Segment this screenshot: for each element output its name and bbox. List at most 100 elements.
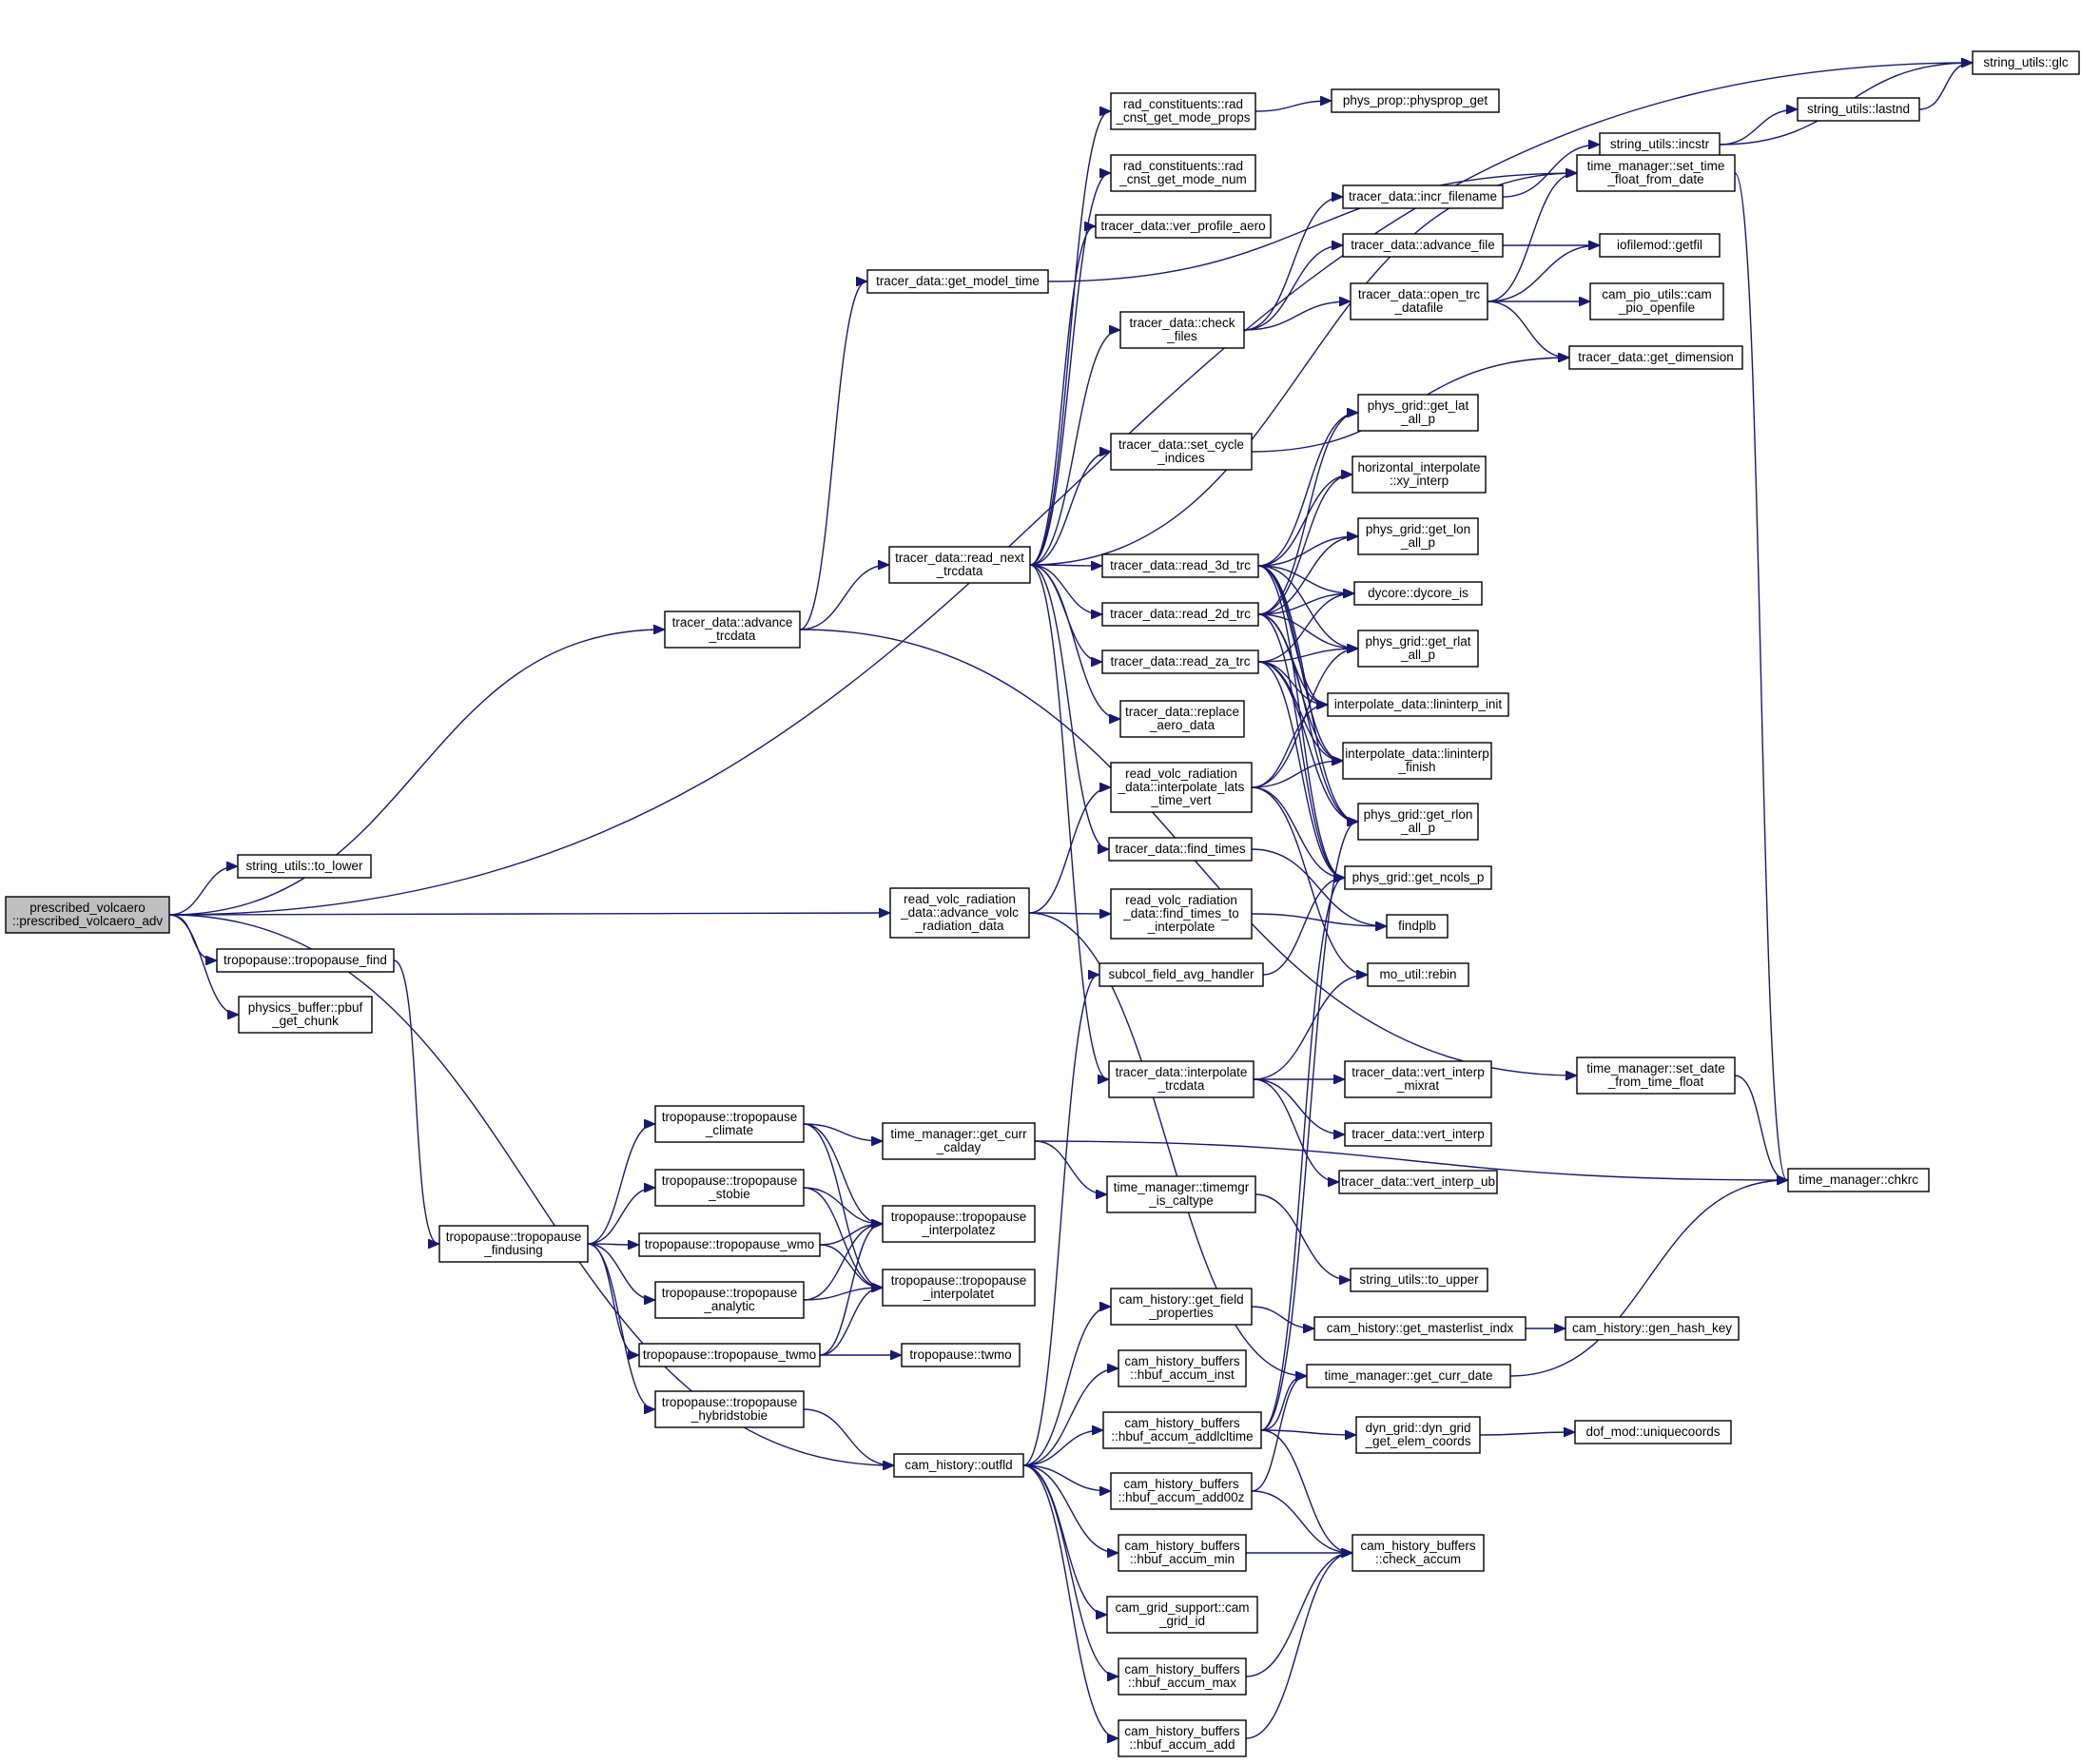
node-box[interactable] <box>1110 762 1253 813</box>
graph-node-interpolate-lats-time-vert[interactable]: read_volc_radiation_data::interpolate_la… <box>1110 762 1253 813</box>
graph-node-prescribed-volcaero[interactable]: prescribed_volcaero::prescribed_volcaero… <box>5 896 170 934</box>
graph-node-tropopause-hybridstobie[interactable]: tropopause::tropopause_hybridstobie <box>654 1390 805 1428</box>
node-box[interactable] <box>1972 50 2080 75</box>
node-box[interactable] <box>1386 914 1449 939</box>
graph-node-tropopause-twmo[interactable]: tropopause::tropopause_twmo <box>638 1343 821 1367</box>
graph-node-physprop-get[interactable]: phys_prop::physprop_get <box>1331 88 1500 113</box>
graph-node-find-times-to-interpolate[interactable]: read_volc_radiation_data::find_times_to_… <box>1110 888 1253 940</box>
node-box[interactable] <box>1344 865 1492 890</box>
graph-node-advance-file[interactable]: tracer_data::advance_file <box>1342 233 1504 258</box>
node-box[interactable] <box>1108 1060 1254 1098</box>
graph-node-read-za-trc[interactable]: tracer_data::read_za_trc <box>1101 649 1259 674</box>
graph-node-advance-trcdata[interactable]: tracer_data::advance_trcdata <box>664 611 801 649</box>
graph-node-tropopause-stobie[interactable]: tropopause::tropopause_stobie <box>654 1169 805 1207</box>
node-box[interactable] <box>866 269 1049 294</box>
graph-node-pbuf-get-chunk[interactable]: physics_buffer::pbuf_get_chunk <box>238 996 373 1034</box>
graph-node-tropopause-climate[interactable]: tropopause::tropopause_climate <box>654 1105 805 1143</box>
node-box[interactable] <box>1118 1657 1247 1696</box>
graph-node-get-model-time[interactable]: tracer_data::get_model_time <box>866 269 1049 294</box>
node-box[interactable] <box>1119 700 1245 738</box>
graph-node-read-3d-trc[interactable]: tracer_data::read_3d_trc <box>1101 553 1259 578</box>
node-box[interactable] <box>889 887 1030 939</box>
graph-node-subcol-field-avg-handler[interactable]: subcol_field_avg_handler <box>1099 962 1264 987</box>
graph-node-hbuf-accum-min[interactable]: cam_history_buffers::hbuf_accum_min <box>1118 1534 1247 1572</box>
graph-node-get-lat-all-p[interactable]: phys_grid::get_lat_all_p <box>1357 394 1479 432</box>
graph-node-read-2d-trc[interactable]: tracer_data::read_2d_trc <box>1101 602 1259 627</box>
graph-node-cam-grid-id[interactable]: cam_grid_support::cam_grid_id <box>1106 1596 1258 1634</box>
graph-node-timemgr-is-caltype[interactable]: time_manager::timemgr_is_caltype <box>1106 1175 1256 1213</box>
graph-node-vert-interp-ub[interactable]: tracer_data::vert_interp_ub <box>1338 1170 1498 1194</box>
node-box[interactable] <box>216 948 395 973</box>
graph-node-hbuf-accum-add[interactable]: cam_history_buffers::hbuf_accum_add <box>1118 1719 1247 1757</box>
node-box[interactable] <box>1357 803 1479 841</box>
node-box[interactable] <box>1118 1719 1247 1757</box>
node-box[interactable] <box>1095 214 1272 239</box>
node-box[interactable] <box>1306 1364 1511 1388</box>
node-box[interactable] <box>888 546 1031 584</box>
graph-node-hbuf-accum-addlcltime[interactable]: cam_history_buffers::hbuf_accum_addlclti… <box>1102 1411 1262 1449</box>
graph-node-open-trc-datafile[interactable]: tracer_data::open_trc_datafile <box>1350 282 1488 320</box>
graph-node-rad-cnst-get-mode-props[interactable]: rad_constituents::rad_cnst_get_mode_prop… <box>1110 92 1256 130</box>
node-box[interactable] <box>1110 888 1253 940</box>
node-box[interactable] <box>1338 1170 1498 1194</box>
graph-node-get-masterlist-indx[interactable]: cam_history::get_masterlist_indx <box>1313 1316 1527 1341</box>
graph-node-lininterp-init[interactable]: interpolate_data::lininterp_init <box>1327 692 1509 717</box>
graph-node-interpolate-trcdata[interactable]: tracer_data::interpolate_trcdata <box>1108 1060 1254 1098</box>
node-box[interactable] <box>1102 1411 1262 1449</box>
graph-node-hbuf-accum-inst[interactable]: cam_history_buffers::hbuf_accum_inst <box>1118 1349 1247 1387</box>
graph-node-gen-hash-key[interactable]: cam_history::gen_hash_key <box>1565 1316 1740 1341</box>
graph-node-rebin[interactable]: mo_util::rebin <box>1367 962 1469 987</box>
graph-node-xy-interp[interactable]: horizontal_interpolate::xy_interp <box>1352 456 1487 494</box>
node-box[interactable] <box>1353 581 1483 606</box>
graph-node-get-ncols-p[interactable]: phys_grid::get_ncols_p <box>1344 865 1492 890</box>
node-box[interactable] <box>882 1122 1036 1160</box>
graph-node-findplb[interactable]: findplb <box>1386 914 1449 939</box>
graph-node-tropopause-wmo[interactable]: tropopause::tropopause_wmo <box>638 1232 821 1257</box>
node-box[interactable] <box>1350 1268 1488 1292</box>
node-box[interactable] <box>1101 602 1259 627</box>
node-box[interactable] <box>1110 1288 1253 1326</box>
node-box[interactable] <box>1099 962 1264 987</box>
node-box[interactable] <box>1313 1316 1527 1341</box>
node-box[interactable] <box>882 1205 1036 1243</box>
node-box[interactable] <box>882 1269 1036 1307</box>
graph-node-replace-aero-data[interactable]: tracer_data::replace_aero_data <box>1119 700 1245 738</box>
node-box[interactable] <box>1357 394 1479 432</box>
node-box[interactable] <box>438 1225 589 1263</box>
node-box[interactable] <box>1344 1122 1492 1147</box>
node-box[interactable] <box>1342 233 1504 258</box>
graph-node-cam-pio-openfile[interactable]: cam_pio_utils::cam_pio_openfile <box>1589 282 1724 320</box>
node-box[interactable] <box>1574 1420 1732 1444</box>
node-box[interactable] <box>654 1281 805 1319</box>
graph-node-string-utils-glc[interactable]: string_utils::glc <box>1972 50 2080 75</box>
node-box[interactable] <box>654 1390 805 1428</box>
graph-node-tropopause-findusing[interactable]: tropopause::tropopause_findusing <box>438 1225 589 1263</box>
node-box[interactable] <box>1106 1596 1258 1634</box>
graph-node-set-date-from-time-float[interactable]: time_manager::set_date_from_time_float <box>1576 1056 1736 1095</box>
graph-node-dyn-grid-get-elem-coords[interactable]: dyn_grid::dyn_grid_get_elem_coords <box>1355 1416 1481 1454</box>
node-box[interactable] <box>1344 1060 1492 1098</box>
graph-node-ver-profile-aero[interactable]: tracer_data::ver_profile_aero <box>1095 214 1272 239</box>
graph-node-vert-interp-mixrat[interactable]: tracer_data::vert_interp_mixrat <box>1344 1060 1492 1098</box>
node-box[interactable] <box>1118 1534 1247 1572</box>
graph-node-vert-interp[interactable]: tracer_data::vert_interp <box>1344 1122 1492 1147</box>
node-box[interactable] <box>1565 1316 1740 1341</box>
graph-node-twmo[interactable]: tropopause::twmo <box>901 1343 1021 1367</box>
graph-node-get-field-properties[interactable]: cam_history::get_field_properties <box>1110 1288 1253 1326</box>
node-box[interactable] <box>1110 92 1256 130</box>
graph-node-uniquecoords[interactable]: dof_mod::uniquecoords <box>1574 1420 1732 1444</box>
node-box[interactable] <box>1119 311 1245 349</box>
graph-node-tropopause-interpolatez[interactable]: tropopause::tropopause_interpolatez <box>882 1205 1036 1243</box>
graph-node-get-rlon-all-p[interactable]: phys_grid::get_rlon_all_p <box>1357 803 1479 841</box>
graph-node-read-next-trcdata[interactable]: tracer_data::read_next_trcdata <box>888 546 1031 584</box>
node-box[interactable] <box>1787 1168 1930 1192</box>
node-box[interactable] <box>1342 184 1504 209</box>
node-box[interactable] <box>5 896 170 934</box>
graph-node-tropopause-interpolatet[interactable]: tropopause::tropopause_interpolatet <box>882 1269 1036 1307</box>
graph-node-string-utils-lastnd[interactable]: string_utils::lastnd <box>1797 97 1920 122</box>
node-box[interactable] <box>1589 282 1724 320</box>
graph-node-string-utils-to-lower[interactable]: string_utils::to_lower <box>237 854 372 879</box>
node-box[interactable] <box>1342 742 1492 780</box>
node-box[interactable] <box>1599 132 1721 157</box>
node-box[interactable] <box>1352 456 1487 494</box>
